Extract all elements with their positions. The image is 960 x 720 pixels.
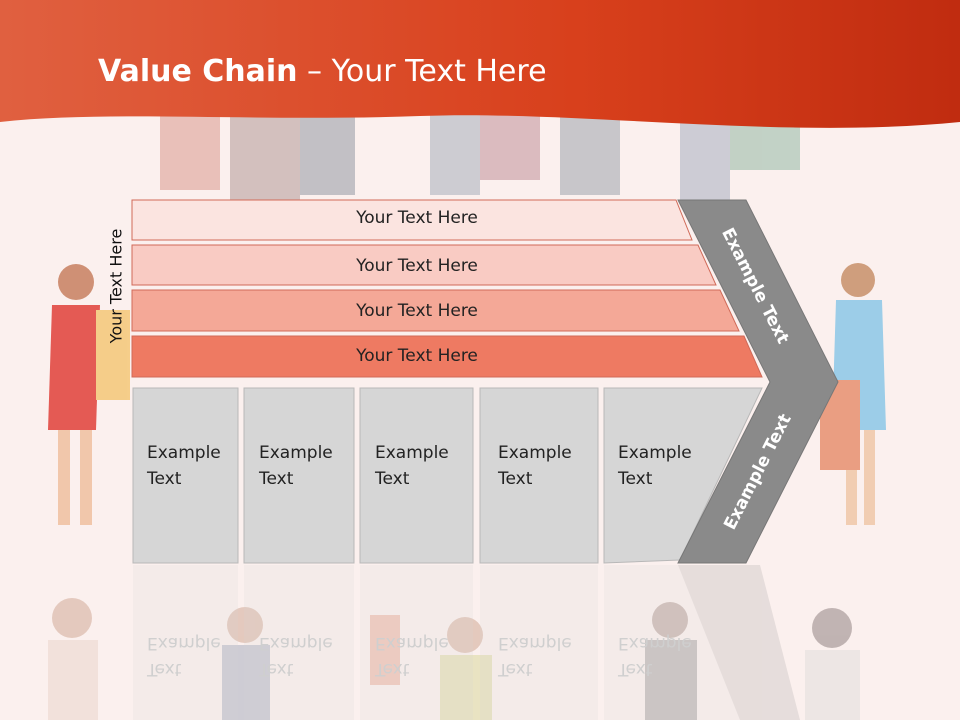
box-5-reflection-line2: Text bbox=[618, 659, 653, 679]
box-3-line2: Text bbox=[375, 469, 410, 489]
box-2-line2: Text bbox=[259, 469, 294, 489]
box-3-reflection-line1: Example bbox=[375, 633, 449, 653]
row-1-shape bbox=[131, 199, 693, 241]
box-5-reflection: Text Example bbox=[618, 630, 692, 682]
box-1-shape bbox=[132, 387, 239, 564]
row-4-shape bbox=[131, 335, 763, 378]
box-1-reflection-line2: Text bbox=[147, 659, 182, 679]
box-4-shape bbox=[479, 387, 599, 564]
title-rest: – Your Text Here bbox=[297, 54, 547, 89]
row-3-shape bbox=[131, 289, 740, 332]
crowd-legs-illustration bbox=[160, 110, 800, 200]
box-4-reflection: Text Example bbox=[498, 630, 572, 682]
box-3-shape bbox=[359, 387, 474, 564]
box-4-reflection-line2: Text bbox=[498, 659, 533, 679]
row-3-label: Your Text Here bbox=[356, 301, 478, 321]
box-2-label: Example Text bbox=[259, 440, 333, 492]
box-1-reflection-line1: Example bbox=[147, 633, 221, 653]
box-2-reflection: Text Example bbox=[259, 630, 333, 682]
bottom-people-illustration bbox=[48, 598, 860, 720]
row-1-label: Your Text Here bbox=[356, 208, 478, 228]
slide-title: Value Chain – Your Text Here bbox=[98, 54, 547, 89]
diagram-reflection bbox=[133, 565, 800, 720]
chevron-arrow-shape bbox=[677, 199, 839, 564]
box-4-label: Example Text bbox=[498, 440, 572, 492]
row-2-shape bbox=[131, 244, 717, 286]
box-3-reflection: Text Example bbox=[375, 630, 449, 682]
box-2-reflection-line1: Example bbox=[259, 633, 333, 653]
box-1-reflection: Text Example bbox=[147, 630, 221, 682]
box-2-shape bbox=[243, 387, 355, 564]
box-5-line2: Text bbox=[618, 469, 653, 489]
box-5-label: Example Text bbox=[618, 440, 692, 492]
title-bold: Value Chain bbox=[98, 54, 298, 89]
box-3-label: Example Text bbox=[375, 440, 449, 492]
box-4-line2: Text bbox=[498, 469, 533, 489]
box-5-reflection-line1: Example bbox=[618, 633, 692, 653]
box-2-line1: Example bbox=[259, 443, 333, 463]
vertical-label: Your Text Here bbox=[106, 228, 126, 344]
box-3-reflection-line2: Text bbox=[375, 659, 410, 679]
box-1-line2: Text bbox=[147, 469, 182, 489]
box-1-label: Example Text bbox=[147, 440, 221, 492]
box-4-reflection-line1: Example bbox=[498, 633, 572, 653]
box-3-line1: Example bbox=[375, 443, 449, 463]
box-5-line1: Example bbox=[618, 443, 692, 463]
box-2-reflection-line2: Text bbox=[259, 659, 294, 679]
row-2-label: Your Text Here bbox=[356, 256, 478, 276]
box-4-line1: Example bbox=[498, 443, 572, 463]
box-1-line1: Example bbox=[147, 443, 221, 463]
row-4-label: Your Text Here bbox=[356, 346, 478, 366]
woman-left-illustration bbox=[48, 264, 130, 525]
